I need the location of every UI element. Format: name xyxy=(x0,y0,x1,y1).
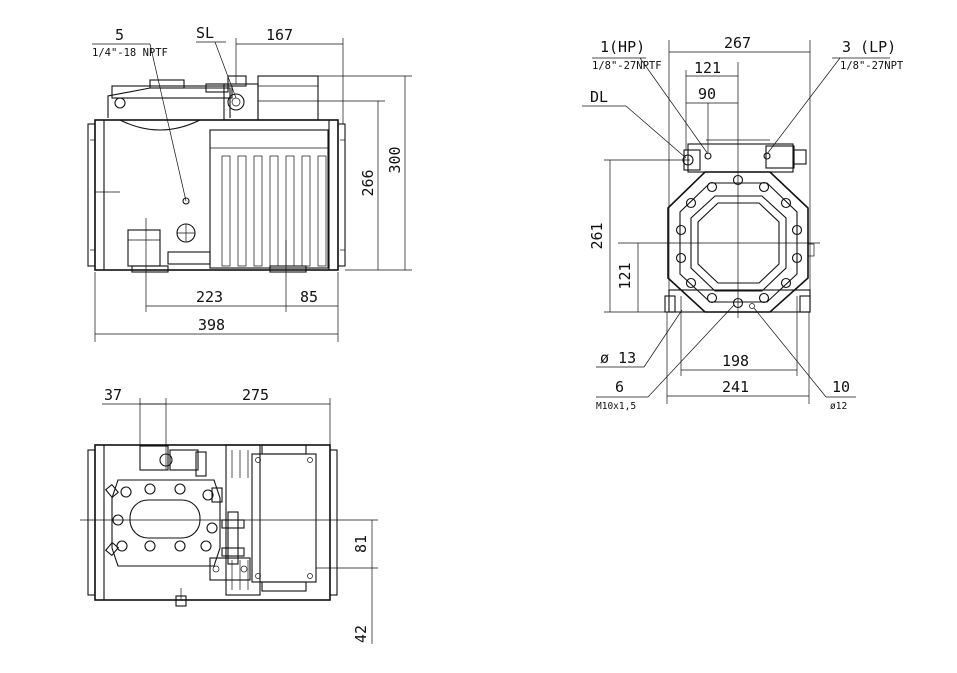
bolt-number: 6 xyxy=(615,378,624,396)
sl-label: SL xyxy=(196,24,214,42)
dim-198: 198 xyxy=(722,352,749,370)
dim-300: 300 xyxy=(386,146,404,173)
lp-thread: 1/8"-27NPT xyxy=(840,60,904,72)
item10-number: 10 xyxy=(832,378,850,396)
lp-label: 3 (LP) xyxy=(842,38,896,56)
dl-label: DL xyxy=(590,88,608,106)
dim-223: 223 xyxy=(196,288,223,306)
dim-85: 85 xyxy=(300,288,318,306)
dim-167: 167 xyxy=(266,26,293,44)
item10-diameter: ø12 xyxy=(830,401,847,412)
end-view: 267 121 90 1(HP) 1/8"-27NPTF 3 (LP) 1/8"… xyxy=(582,34,904,412)
hp-thread: 1/8"-27NPTF xyxy=(592,60,662,72)
hp-label: 1(HP) xyxy=(600,38,645,56)
dim-121-top: 121 xyxy=(694,59,721,77)
dim-241: 241 xyxy=(722,378,749,396)
dim-121-vertical: 121 xyxy=(616,262,634,289)
port5-thread: 1/4"-18 NPTF xyxy=(92,47,168,59)
bolt-thread: M10x1,5 xyxy=(596,401,636,412)
dim-267: 267 xyxy=(724,34,751,52)
dim-42: 42 xyxy=(352,625,370,643)
port5-number: 5 xyxy=(115,26,124,44)
dim-266: 266 xyxy=(359,169,377,196)
hole-diameter: ø 13 xyxy=(600,349,636,367)
dim-261: 261 xyxy=(588,222,606,249)
front-view: 5 1/4"-18 NPTF SL 167 300 266 223 85 398 xyxy=(87,24,412,342)
top-view: 37 275 81 42 xyxy=(80,386,378,644)
dim-90: 90 xyxy=(698,85,716,103)
dim-275: 275 xyxy=(242,386,269,404)
dim-37: 37 xyxy=(104,386,122,404)
dim-398: 398 xyxy=(198,316,225,334)
dim-81: 81 xyxy=(352,535,370,553)
